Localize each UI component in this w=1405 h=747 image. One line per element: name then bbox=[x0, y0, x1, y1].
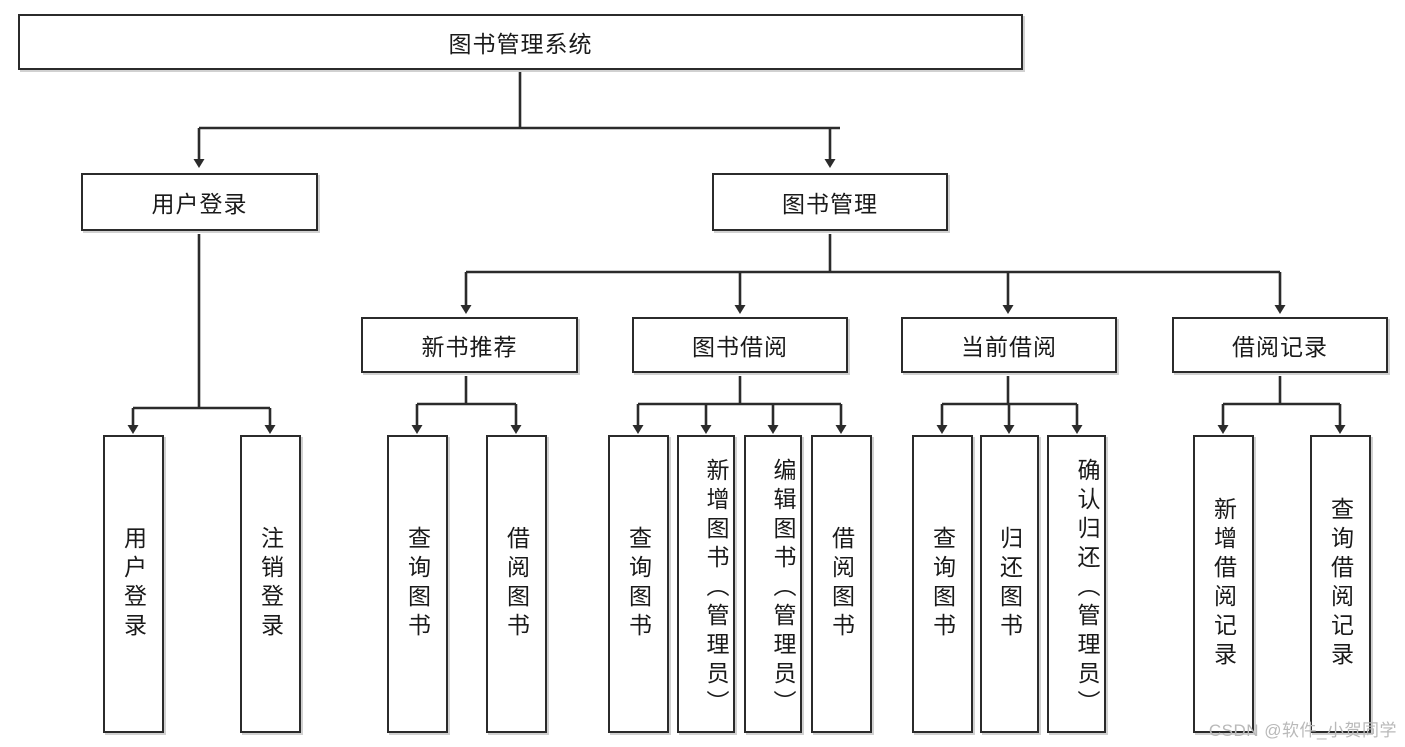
node-book-borrow[interactable]: 图书借阅 bbox=[632, 317, 848, 373]
leaf-borrow-edit-book[interactable]: 编辑图书（管理员） bbox=[744, 435, 802, 733]
node-book-management[interactable]: 图书管理 bbox=[712, 173, 948, 231]
leaf-current-return-book[interactable]: 归还图书 bbox=[980, 435, 1039, 733]
node-label: 查询借阅记录 bbox=[1327, 497, 1354, 671]
node-label: 新书推荐 bbox=[421, 334, 518, 360]
node-label: 借阅记录 bbox=[1232, 334, 1328, 360]
leaf-current-confirm-return[interactable]: 确认归还（管理员） bbox=[1047, 435, 1106, 733]
node-label: 图书管理 bbox=[782, 191, 878, 217]
leaf-recommend-query-book[interactable]: 查询图书 bbox=[387, 435, 448, 733]
leaf-borrow-query-book[interactable]: 查询图书 bbox=[608, 435, 669, 733]
node-root-system[interactable]: 图书管理系统 bbox=[18, 14, 1023, 70]
node-borrow-record[interactable]: 借阅记录 bbox=[1172, 317, 1388, 373]
node-label: 新增图书（管理员） bbox=[703, 457, 729, 719]
node-label: 新增借阅记录 bbox=[1210, 497, 1237, 671]
node-label: 编辑图书（管理员） bbox=[770, 457, 796, 719]
node-label: 图书管理系统 bbox=[448, 31, 593, 57]
node-label: 借阅图书 bbox=[828, 526, 855, 642]
leaf-current-query-book[interactable]: 查询图书 bbox=[912, 435, 973, 733]
node-label: 查询图书 bbox=[625, 526, 652, 642]
node-label: 查询图书 bbox=[929, 526, 956, 642]
node-label: 用户登录 bbox=[151, 191, 248, 217]
node-label: 当前借阅 bbox=[961, 334, 1057, 360]
leaf-record-query-record[interactable]: 查询借阅记录 bbox=[1310, 435, 1371, 733]
node-current-borrow[interactable]: 当前借阅 bbox=[901, 317, 1117, 373]
leaf-borrow-borrow-book[interactable]: 借阅图书 bbox=[811, 435, 872, 733]
leaf-user-login-logout[interactable]: 注销登录 bbox=[240, 435, 301, 733]
leaf-borrow-add-book[interactable]: 新增图书（管理员） bbox=[677, 435, 735, 733]
node-label: 归还图书 bbox=[996, 526, 1023, 642]
leaf-record-add-record[interactable]: 新增借阅记录 bbox=[1193, 435, 1254, 733]
leaf-user-login-login[interactable]: 用户登录 bbox=[103, 435, 164, 733]
node-label: 注销登录 bbox=[257, 526, 284, 642]
node-label: 图书借阅 bbox=[692, 334, 788, 360]
node-label: 查询图书 bbox=[404, 526, 431, 642]
leaf-recommend-borrow-book[interactable]: 借阅图书 bbox=[486, 435, 547, 733]
node-new-book-recommend[interactable]: 新书推荐 bbox=[361, 317, 578, 373]
watermark-text: CSDN @软件_小贺同学 bbox=[1208, 721, 1397, 740]
node-label: 用户登录 bbox=[120, 526, 147, 642]
node-user-login[interactable]: 用户登录 bbox=[81, 173, 318, 231]
node-label: 确认归还（管理员） bbox=[1074, 457, 1100, 719]
node-label: 借阅图书 bbox=[503, 526, 530, 642]
